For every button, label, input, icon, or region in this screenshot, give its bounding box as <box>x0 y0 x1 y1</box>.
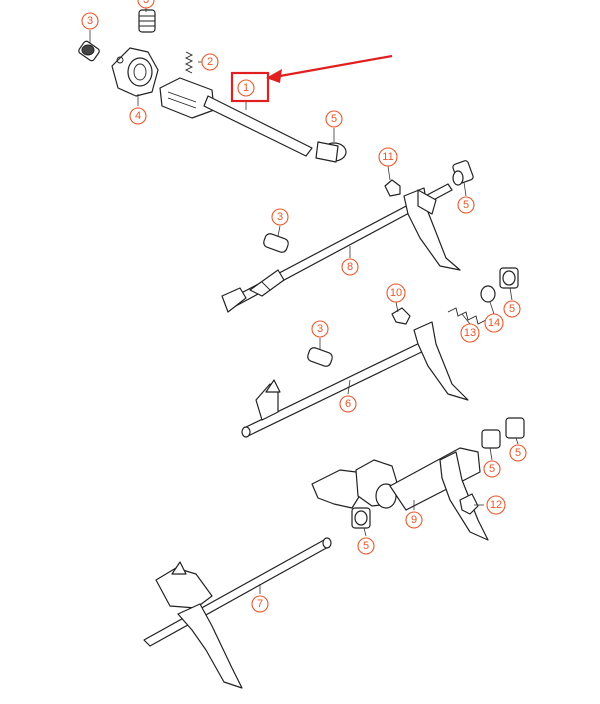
highlight-arrow-shaft <box>279 54 393 78</box>
callout-label: 5 <box>331 113 337 125</box>
callout-5-fork9-inner: 5 <box>483 460 501 478</box>
callout-5-rod7: 5 <box>357 537 375 555</box>
callout-9: 9 <box>405 511 423 529</box>
callout-5-fork9-outer: 5 <box>509 444 527 462</box>
callout-11: 11 <box>378 147 398 167</box>
callout-3-top-left: 3 <box>81 12 99 30</box>
callout-14: 14 <box>484 313 504 333</box>
part-1-selector-shaft <box>159 77 347 163</box>
callout-label: 5 <box>509 303 515 315</box>
callout-10: 10 <box>386 283 406 303</box>
callout-2: 2 <box>201 53 219 71</box>
highlight-arrowhead <box>266 69 282 83</box>
callout-label: 5 <box>363 540 369 552</box>
callout-label: 6 <box>345 398 351 410</box>
callout-label: 5 <box>463 199 469 211</box>
part-13-spring <box>447 307 487 325</box>
callout-3-rod8: 3 <box>271 208 289 226</box>
highlight-marker <box>230 54 393 103</box>
callout-label: 7 <box>257 598 263 610</box>
callout-label: 12 <box>490 499 502 511</box>
leader-lines <box>89 8 519 594</box>
callout-7: 7 <box>251 595 269 613</box>
part-4-housing <box>111 47 159 97</box>
callout-label: 8 <box>347 261 353 273</box>
callout-label: 10 <box>390 287 402 299</box>
part-14-ring <box>480 285 496 303</box>
part-12-clip <box>459 493 479 515</box>
callout-label: 2 <box>207 56 213 68</box>
part-5-bushing-b <box>499 267 519 289</box>
callout-12: 12 <box>486 495 506 515</box>
part-3-plug-top-left <box>78 40 100 62</box>
part-3-plug-rod8 <box>263 233 289 253</box>
callout-8: 8 <box>341 258 359 276</box>
callout-1: 1 <box>237 79 255 97</box>
callout-5-shaft-end: 5 <box>325 110 343 128</box>
callout-6: 6 <box>339 395 357 413</box>
callout-label: 3 <box>87 15 93 27</box>
callout-4: 4 <box>129 107 147 125</box>
callout-label: 14 <box>488 317 500 329</box>
part-11-clip <box>384 179 401 197</box>
callout-label: 5 <box>489 463 495 475</box>
part-7-fork-rod <box>143 537 332 689</box>
part-5-bushing-a <box>452 160 474 186</box>
part-3-plug-rod6 <box>307 347 333 367</box>
highlight-box <box>230 71 270 103</box>
callout-label: 9 <box>411 514 417 526</box>
callout-label: 3 <box>143 0 149 6</box>
callout-label: 1 <box>243 82 249 94</box>
part-8-fork-rod <box>221 183 461 313</box>
callout-label: 4 <box>135 110 141 122</box>
callout-5-rod6: 5 <box>503 300 521 318</box>
part-2-spring <box>184 51 194 74</box>
callout-label: 13 <box>464 327 476 339</box>
part-6-fork-rod <box>241 321 469 438</box>
part-9-fork <box>311 447 489 541</box>
part-5-bushing-e <box>351 507 371 529</box>
callout-label: 5 <box>515 447 521 459</box>
callout-label: 11 <box>382 151 393 163</box>
part-5-bushing-c <box>481 429 501 449</box>
part-5-bushing-d <box>505 417 525 439</box>
part-10-clip <box>391 307 411 325</box>
callout-3-rod6: 3 <box>311 320 329 338</box>
callout-13: 13 <box>460 323 480 343</box>
part-3-plug-top <box>138 9 156 33</box>
callout-5-rod8: 5 <box>457 196 475 214</box>
callout-label: 3 <box>277 211 283 223</box>
callout-label: 3 <box>317 323 323 335</box>
callout-3-top: 3 <box>137 0 155 9</box>
